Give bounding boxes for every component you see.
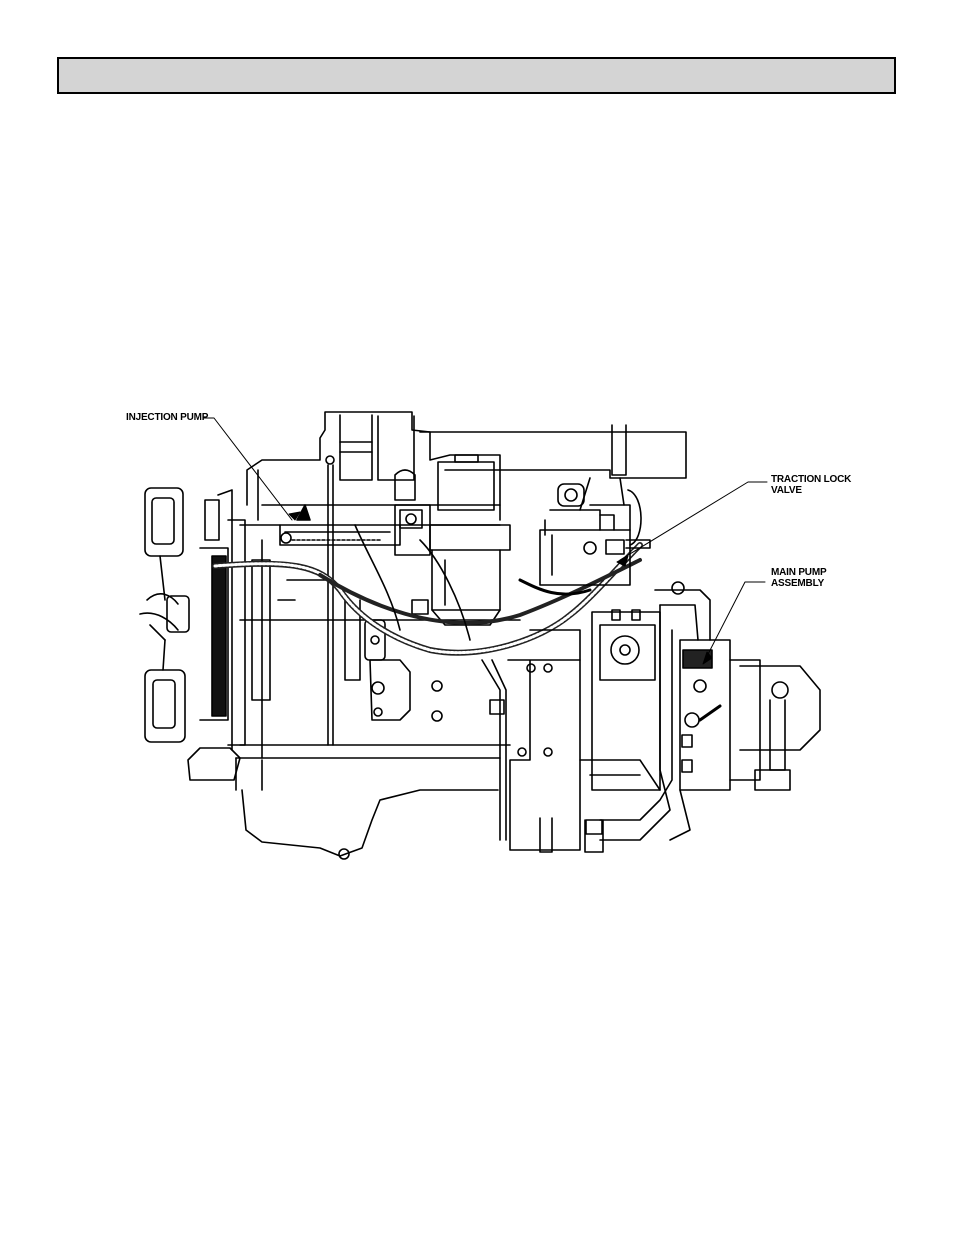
- callout-traction-lock-line2: VALVE: [771, 485, 851, 496]
- callout-injection-pump-label: INJECTION PUMP: [126, 412, 208, 423]
- hydraulic-hoses: [215, 525, 640, 653]
- callout-main-pump-assembly: MAIN PUMP ASSEMBLY: [771, 567, 826, 589]
- mounting-bracket: [508, 630, 603, 852]
- callout-main-pump-line1: MAIN PUMP: [771, 567, 826, 578]
- traction-lock-valve: [540, 484, 650, 585]
- callout-injection-pump: INJECTION PUMP: [126, 412, 208, 423]
- fan-assembly: [140, 488, 189, 742]
- callout-traction-lock-valve: TRACTION LOCK VALVE: [771, 474, 851, 496]
- intake-tube: [420, 425, 686, 510]
- callout-traction-lock-line1: TRACTION LOCK: [771, 474, 851, 485]
- crank-pulley: [188, 490, 245, 780]
- fuel-filter: [340, 415, 510, 625]
- callout-main-pump-line2: ASSEMBLY: [771, 578, 826, 589]
- injection-pump: [280, 505, 430, 614]
- main-pump: [580, 582, 820, 840]
